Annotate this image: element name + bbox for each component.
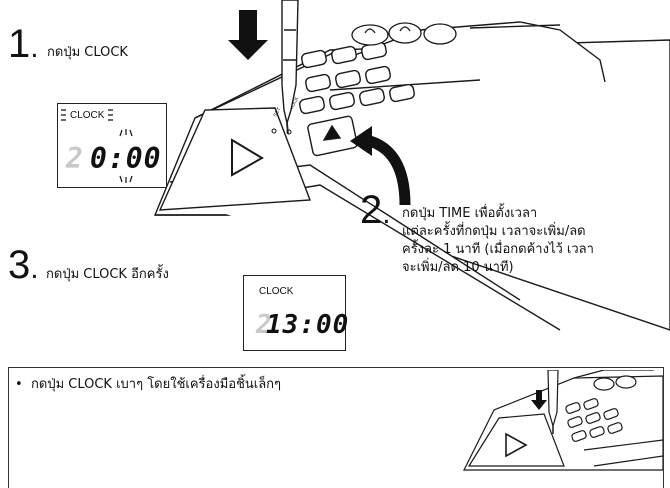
remote-top-buttons (351, 22, 457, 46)
down-arrow-icon (228, 10, 268, 60)
step-3: 3. (8, 245, 39, 285)
clock-display-2: CLOCK 2 13:00 (243, 275, 350, 351)
step-2-dot: . (382, 197, 391, 230)
step-1-number: 1 (8, 22, 31, 66)
note-triangle-icon (505, 432, 528, 458)
step-1: 1. (8, 24, 39, 64)
display-2-label: CLOCK (259, 286, 294, 297)
step-3-number: 3 (8, 243, 31, 287)
pen-icon (281, 0, 299, 135)
step-2-line-3: ครั้งละ 1 นาที (เมื่อกดค้างไว้ เวลา (402, 242, 594, 257)
step-3-dot: . (30, 252, 39, 285)
note-box: • กดปุ่ม CLOCK เบาๆ โดยใช้เครื่องมือชิ้น… (8, 367, 664, 488)
step-2: 2. (360, 190, 391, 230)
display-1-ghost: 2 (66, 142, 84, 175)
note-text: กดปุ่ม CLOCK เบาๆ โดยใช้เครื่องมือชิ้นเล… (31, 377, 282, 392)
display-2-digits: 13:00 (266, 310, 350, 340)
triangle-icon (231, 138, 264, 177)
step-2-text: กดปุ่ม TIME เพื่อตั้งเวลา แต่ละครั้งที่ก… (402, 205, 594, 277)
set-label: SET (273, 107, 283, 118)
step-3-text: กดปุ่ม CLOCK อีกครั้ง (46, 267, 169, 282)
curved-arrow-icon (350, 126, 411, 206)
clock-display-1: CLOCK 2 0:00 (57, 103, 167, 188)
remote-buttons (299, 41, 415, 157)
step-2-line-4: จะเพิ่ม/ลด 10 นาที) (402, 260, 514, 275)
step-1-text: กดปุ่ม CLOCK (47, 45, 128, 60)
step-2-number: 2 (360, 188, 383, 232)
flash-marks-icon (61, 109, 133, 183)
display-1-label: CLOCK (70, 110, 105, 121)
note-remote-illustration (463, 370, 663, 471)
remote-illustration: SET CLOCK (153, 0, 670, 331)
note-bullet: • (15, 377, 23, 392)
step-2-line-1: กดปุ่ม TIME เพื่อตั้งเวลา (402, 206, 538, 221)
note-down-arrow-icon (531, 390, 547, 410)
note-pen-icon (547, 370, 559, 434)
display-1-digits: 0:00 (90, 142, 162, 175)
step-2-line-2: แต่ละครั้งที่กดปุ่ม เวลาจะเพิ่ม/ลด (402, 224, 586, 239)
cover-flap (158, 107, 311, 211)
step-1-dot: . (30, 31, 39, 64)
display-2-ghost: 2 (256, 310, 273, 340)
